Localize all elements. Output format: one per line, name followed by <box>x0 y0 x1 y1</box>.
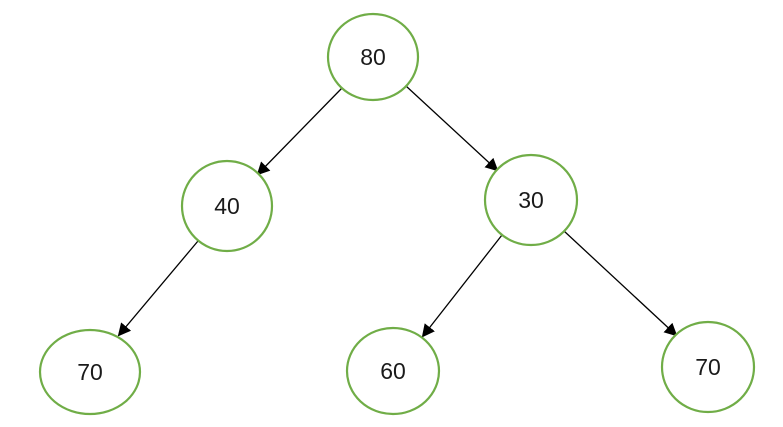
node-value-right-left: 60 <box>380 358 406 384</box>
edge-30-70 <box>563 230 678 337</box>
edge-40-70 <box>117 240 199 337</box>
tree-node-root-right <box>483 153 579 247</box>
tree-node-right-left <box>345 326 441 416</box>
tree-node-root <box>326 12 420 102</box>
tree-node-left-left <box>38 328 142 416</box>
node-value-right-right: 70 <box>695 354 721 380</box>
edge-80-30 <box>405 85 499 172</box>
node-value-root: 80 <box>360 44 386 70</box>
tree-node-right-right <box>660 320 756 414</box>
tree-node-root-left <box>180 159 274 253</box>
node-value-left-left: 70 <box>77 359 103 385</box>
node-value-root-right: 30 <box>518 187 544 213</box>
edge-30-60 <box>421 234 503 338</box>
node-value-root-left: 40 <box>214 193 240 219</box>
edge-80-40 <box>256 87 343 176</box>
